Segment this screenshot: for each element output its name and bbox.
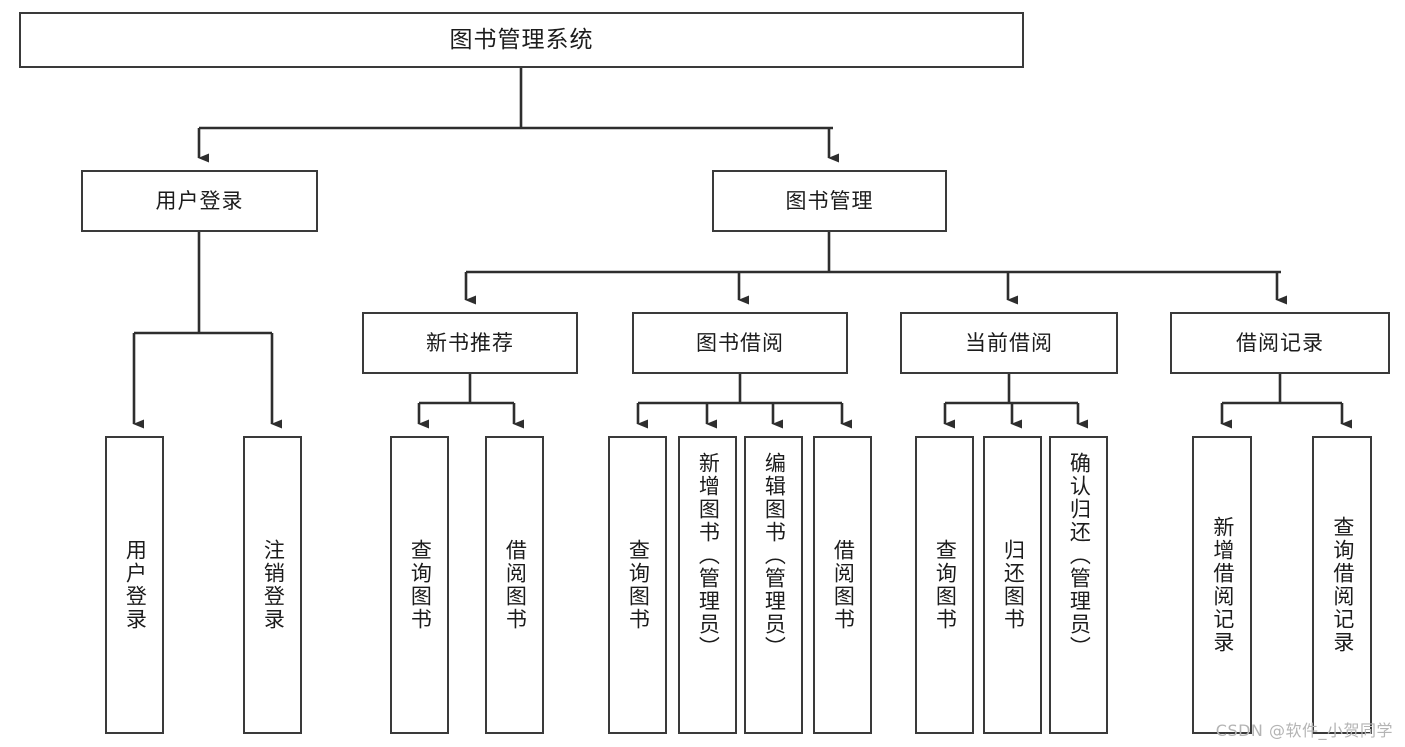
leaf-user-login[interactable]: 用户登录 xyxy=(105,436,164,734)
node-current-borrow-label: 当前借阅 xyxy=(965,330,1053,355)
leaf-br-query-record[interactable]: 查询借阅记录 xyxy=(1312,436,1372,734)
leaf-rec-query-book[interactable]: 查询图书 xyxy=(390,436,449,734)
leaf-cb-query-book[interactable]: 查询图书 xyxy=(915,436,974,734)
leaf-rec-borrow-book[interactable]: 借阅图书 xyxy=(485,436,544,734)
leaf-rec-borrow-book-label: 借阅图书 xyxy=(503,539,528,631)
leaf-bb-borrow-book-label: 借阅图书 xyxy=(831,539,856,631)
leaf-cb-return-book-label: 归还图书 xyxy=(1001,539,1026,631)
leaf-bb-add-book-label: 新增图书（管理员） xyxy=(696,452,721,659)
node-book-borrow-label: 图书借阅 xyxy=(696,330,784,355)
node-new-book-recommend[interactable]: 新书推荐 xyxy=(362,312,578,374)
leaf-bb-borrow-book[interactable]: 借阅图书 xyxy=(813,436,872,734)
node-new-book-recommend-label: 新书推荐 xyxy=(426,330,514,355)
node-current-borrow[interactable]: 当前借阅 xyxy=(900,312,1118,374)
node-book-manage-label: 图书管理 xyxy=(785,188,874,213)
leaf-bb-query-book-label: 查询图书 xyxy=(626,539,651,631)
leaf-br-query-record-label: 查询借阅记录 xyxy=(1330,516,1355,654)
leaf-bb-edit-book[interactable]: 编辑图书（管理员） xyxy=(744,436,803,734)
node-book-borrow[interactable]: 图书借阅 xyxy=(632,312,848,374)
leaf-bb-query-book[interactable]: 查询图书 xyxy=(608,436,667,734)
leaf-cb-query-book-label: 查询图书 xyxy=(933,539,958,631)
leaf-cb-return-book[interactable]: 归还图书 xyxy=(983,436,1042,734)
node-root-label: 图书管理系统 xyxy=(449,26,594,53)
leaf-bb-edit-book-label: 编辑图书（管理员） xyxy=(762,452,787,659)
leaf-user-logout-label: 注销登录 xyxy=(261,539,286,631)
node-book-manage[interactable]: 图书管理 xyxy=(712,170,947,232)
node-user-login-label: 用户登录 xyxy=(155,188,244,213)
node-borrow-record[interactable]: 借阅记录 xyxy=(1170,312,1390,374)
leaf-br-add-record-label: 新增借阅记录 xyxy=(1210,516,1235,654)
leaf-user-logout[interactable]: 注销登录 xyxy=(243,436,302,734)
watermark-text: CSDN @软件_小贺同学 xyxy=(1215,721,1393,740)
leaf-cb-confirm-return-label: 确认归还（管理员） xyxy=(1067,452,1092,659)
leaf-cb-confirm-return[interactable]: 确认归还（管理员） xyxy=(1049,436,1108,734)
leaf-user-login-label: 用户登录 xyxy=(123,539,148,631)
node-user-login[interactable]: 用户登录 xyxy=(81,170,318,232)
leaf-bb-add-book[interactable]: 新增图书（管理员） xyxy=(678,436,737,734)
leaf-br-add-record[interactable]: 新增借阅记录 xyxy=(1192,436,1252,734)
node-root[interactable]: 图书管理系统 xyxy=(19,12,1024,68)
leaf-rec-query-book-label: 查询图书 xyxy=(408,539,433,631)
node-borrow-record-label: 借阅记录 xyxy=(1236,330,1324,355)
